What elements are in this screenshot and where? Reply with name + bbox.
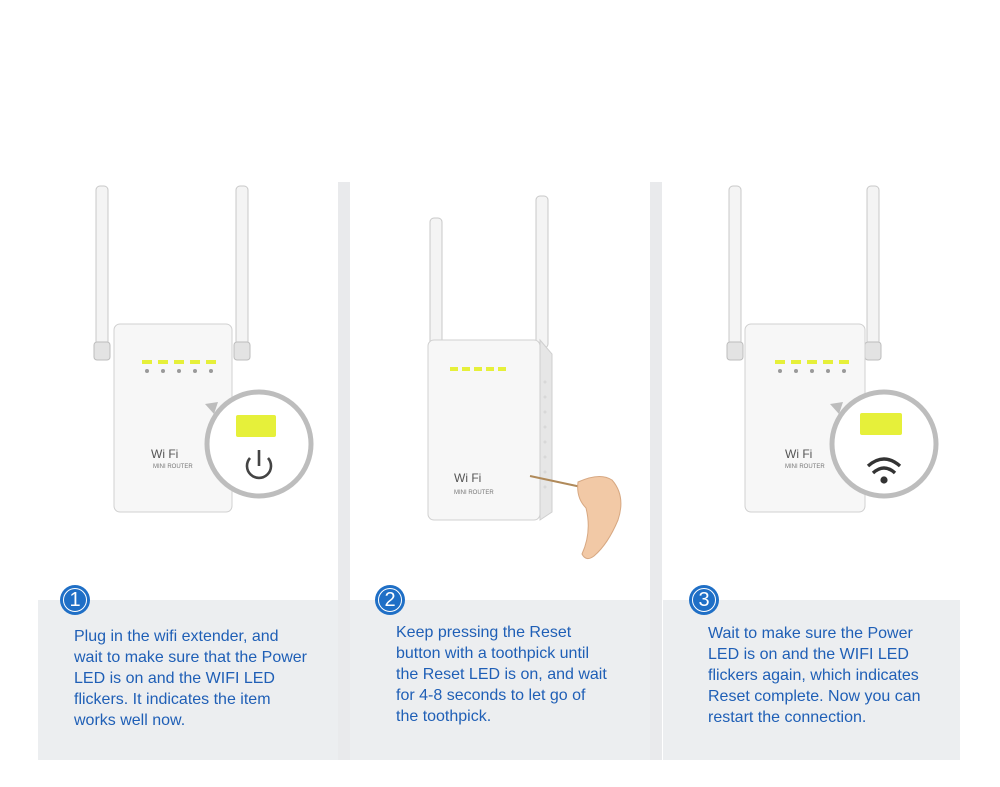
wifi-icon <box>866 457 902 484</box>
device-model: MINI ROUTER <box>153 464 193 470</box>
step-2-badge: 2 <box>375 585 405 615</box>
device-brand: Wi Fi <box>151 447 178 461</box>
step-1-badge: 1 <box>60 585 90 615</box>
step-2-text-box <box>350 600 650 760</box>
device-model: MINI ROUTER <box>454 490 494 496</box>
step-2-description: Keep pressing the Reset button with a to… <box>396 624 607 725</box>
divider-1 <box>338 182 350 760</box>
step-3-text-box <box>663 600 960 760</box>
device-brand: Wi Fi <box>454 471 481 485</box>
device-brand: Wi Fi <box>785 447 812 461</box>
step-2-panel: Wi Fi MINI ROUTER 2 Keep pressing the Re… <box>350 182 650 760</box>
step-1-description: Plug in the wifi extender, and wait to m… <box>74 628 307 729</box>
power-icon <box>245 450 273 480</box>
step-1-illustration: Wi Fi MINI ROUTER <box>93 185 314 513</box>
step-3-badge: 3 <box>689 585 719 615</box>
device-model: MINI ROUTER <box>785 464 825 470</box>
step-1-text-box <box>38 600 338 760</box>
step-1-panel: Wi Fi MINI ROUTER 1 Plug in the wifi ext… <box>38 182 338 760</box>
step-2-illustration: Wi Fi MINI ROUTER <box>427 195 622 560</box>
step-3-description: Wait to make sure the Power LED is on an… <box>708 625 921 726</box>
step-3-illustration: Wi Fi MINI ROUTER <box>726 185 939 513</box>
divider-2 <box>650 182 662 760</box>
step-3-panel: Wi Fi MINI ROUTER 3 Wait to make sure th… <box>663 182 960 760</box>
